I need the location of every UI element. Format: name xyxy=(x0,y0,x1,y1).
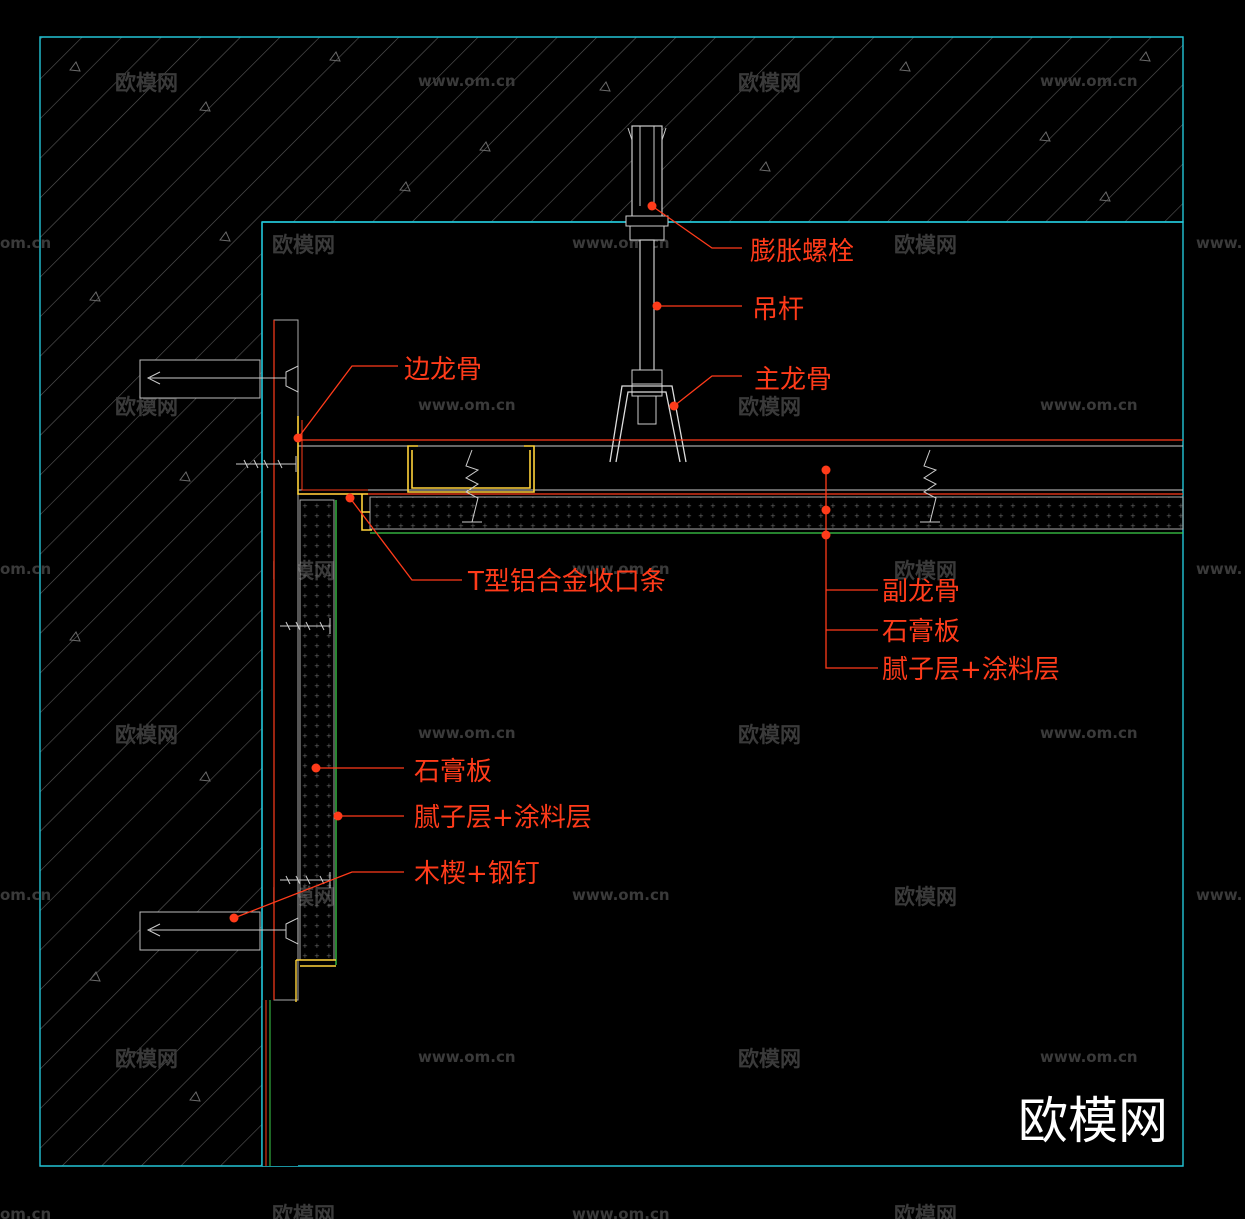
watermark-url: www.om.cn xyxy=(1040,72,1138,90)
label-wood-wedge-nail: 木楔+钢钉 xyxy=(414,859,540,889)
t-trim-strip xyxy=(295,494,372,1002)
watermark-url: www.om.cn xyxy=(418,1048,516,1066)
concrete-structure xyxy=(39,36,1184,1167)
watermark-cn: 欧模网 xyxy=(894,885,957,909)
watermark-layer: 欧模网 www.om.cn 欧模网 www.om.cn om.cn 欧模网 ww… xyxy=(0,71,1242,1219)
watermark-cn: 欧模网 xyxy=(894,233,957,257)
watermark-cn: 欧模网 xyxy=(115,395,178,419)
sub-keel-channel xyxy=(407,445,535,493)
watermark-url: om.cn xyxy=(0,1205,51,1219)
watermark-cn: 欧模网 xyxy=(272,233,335,257)
watermark-url: www.om.cn xyxy=(418,724,516,742)
watermark-url: www.om.cn xyxy=(1040,396,1138,414)
watermark-cn: 欧模网 xyxy=(738,1047,801,1071)
brand-logo: 欧模网 xyxy=(1018,1092,1168,1150)
watermark-cn: 欧模网 xyxy=(738,723,801,747)
label-t-trim: T型铝合金收口条 xyxy=(467,567,666,597)
label-hanger-rod: 吊杆 xyxy=(752,295,804,325)
watermark-url: www.om.cn xyxy=(1040,1048,1138,1066)
label-gypsum-board-ceiling: 石膏板 xyxy=(882,617,960,647)
watermark-cn: 欧模网 xyxy=(115,1047,178,1071)
leader-dots xyxy=(229,201,831,923)
watermark-url: www.om.cn xyxy=(572,886,670,904)
watermark-cn: 欧模网 xyxy=(115,71,178,95)
watermark-url: www.om.cn xyxy=(572,560,670,578)
label-main-keel: 主龙骨 xyxy=(754,365,832,395)
watermark-url: www. xyxy=(1196,234,1242,252)
ceiling-keel-zone xyxy=(298,439,1183,491)
label-putty-paint-wall: 腻子层+涂料层 xyxy=(414,803,592,833)
wall-screw xyxy=(236,456,331,888)
watermark-cn: 欧模网 xyxy=(894,1203,957,1219)
watermark-cn: 欧模网 xyxy=(738,395,801,419)
label-expansion-bolt: 膨胀螺栓 xyxy=(750,237,854,267)
concrete-aggregate-marks xyxy=(69,51,1151,1102)
room-outline xyxy=(262,221,1184,1167)
watermark-cn: 欧模网 xyxy=(272,1203,335,1219)
ceiling-screw xyxy=(462,449,940,523)
label-putty-paint-ceiling: 腻子层+涂料层 xyxy=(882,655,1060,685)
watermark-cn: 欧模网 xyxy=(115,723,178,747)
watermark-url: om.cn xyxy=(0,560,51,578)
label-gypsum-board-wall: 石膏板 xyxy=(414,757,492,787)
watermark-cn: 欧模网 xyxy=(894,559,957,583)
watermark-url: www. xyxy=(1196,560,1242,578)
hanger-rod xyxy=(631,239,663,425)
watermark-url: www.om.cn xyxy=(418,396,516,414)
edge-keel xyxy=(297,416,368,495)
label-edge-keel: 边龙骨 xyxy=(404,355,482,385)
main-keel-hanger xyxy=(609,385,687,463)
wall-cladding xyxy=(261,222,299,1166)
wood-wedge-nail xyxy=(139,359,299,951)
watermark-url: www.om.cn xyxy=(572,1205,670,1219)
ceiling-gypsum-board xyxy=(300,493,1184,534)
watermark-cn: 欧模网 xyxy=(738,71,801,95)
wall-gypsum-board xyxy=(299,499,337,965)
label-sub-keel: 副龙骨 xyxy=(882,577,960,607)
watermark-url: www. xyxy=(1196,886,1242,904)
expansion-bolt xyxy=(625,125,669,241)
watermark-url: om.cn xyxy=(0,886,51,904)
watermark-url: www.om.cn xyxy=(418,72,516,90)
watermark-url: www.om.cn xyxy=(1040,724,1138,742)
watermark-url: om.cn xyxy=(0,234,51,252)
